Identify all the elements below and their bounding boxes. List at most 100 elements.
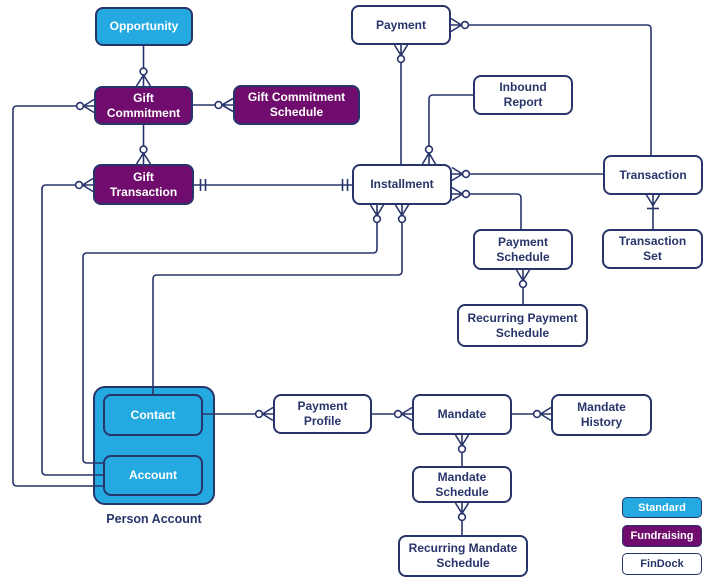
node-label: Contact [130,407,176,422]
zero-marker-icon [461,189,471,199]
node-gift-commitment: Gift Commitment [94,86,193,125]
node-label: Inbound Report [499,80,547,109]
crows-foot-icon [540,406,552,422]
crows-foot-icon [369,204,385,216]
zero-marker-icon [393,409,403,419]
node-recurring-payment-schedule: Recurring Payment Schedule [457,304,588,347]
zero-marker-icon [214,100,223,110]
node-label: Mandate History [577,400,626,429]
node-mandate: Mandate [412,394,512,435]
node-installment: Installment [352,164,452,205]
crows-foot-icon [645,194,661,206]
crows-foot-icon [401,406,413,422]
node-label: Payment Schedule [496,234,550,264]
node-inbound-report: Inbound Report [473,75,573,115]
node-contact: Contact [103,394,203,436]
node-transaction: Transaction [603,155,703,195]
edge-account-installment [82,204,385,464]
edge-transaction-set-transaction [645,194,661,229]
node-label: Gift Commitment Schedule [247,90,346,119]
zero-marker-icon [461,169,471,179]
zero-marker-icon [532,409,542,419]
crows-foot-icon [451,166,463,182]
crows-foot-icon [83,98,95,114]
crows-foot-icon [454,434,470,446]
node-gift-transaction: Gift Transaction [93,164,194,205]
crows-foot-icon [515,269,531,281]
legend-findock: FinDock [622,553,702,575]
one-bar-icon [341,179,349,191]
zero-marker-icon [424,145,434,154]
node-recurring-mandate-schedule: Recurring Mandate Schedule [398,535,528,577]
edge-transaction-installment [451,166,603,182]
edge-opportunity-gift-commitment [135,46,152,87]
edge-mandate-mandate-history [512,406,552,422]
node-label: Transaction [619,167,687,182]
node-transaction-set: Transaction Set [602,229,703,269]
edge-account-gift-commitment [12,98,103,487]
zero-marker-icon [457,512,467,522]
crows-foot-icon [135,74,152,87]
node-opportunity: Opportunity [95,7,193,46]
node-label: Mandate Schedule [435,469,489,499]
edge-mandate-mandate-schedule [454,434,470,466]
crows-foot-icon [262,406,274,422]
edge-contact-installment [152,204,410,394]
crows-foot-icon [221,97,234,113]
legend-label: FinDock [640,558,684,570]
legend-fundraising: Fundraising [622,525,702,547]
node-payment-schedule: Payment Schedule [473,229,573,270]
legend-label: Fundraising [630,530,694,542]
node-label: Transaction Set [618,234,687,263]
zero-marker-icon [75,101,85,111]
node-label: Opportunity [109,19,179,33]
node-label: Gift Commitment [106,90,181,120]
node-payment-profile: Payment Profile [273,394,372,434]
crows-foot-icon [451,186,463,202]
person-account-group-label: Person Account [106,512,202,526]
node-label: Payment Profile [297,399,348,428]
node-gift-commitment-schedule: Gift Commitment Schedule [233,85,360,125]
node-label: Account [129,468,177,482]
zero-marker-icon [518,279,528,289]
legend-standard: Standard [622,497,702,518]
node-mandate-history: Mandate History [551,394,652,436]
zero-marker-icon [460,20,470,30]
edge-gift-commitment-gift-transaction [135,125,152,165]
node-label: Payment [375,17,427,32]
edge-inbound-report-installment [421,94,473,165]
edge-contact-payment-profile [203,406,274,422]
zero-marker-icon [139,145,148,154]
one-bar-icon [199,179,207,191]
edge-installment-payment [393,44,409,164]
crows-foot-icon [421,152,437,165]
crows-foot-icon [82,177,94,193]
node-mandate-schedule: Mandate Schedule [412,466,512,503]
node-label: Recurring Mandate Schedule [408,541,518,570]
zero-marker-icon [74,180,84,190]
node-label: Gift Transaction [109,169,178,199]
zero-marker-icon [254,409,264,419]
node-account: Account [103,455,203,496]
node-label: Installment [370,177,434,191]
node-label: Mandate [437,407,487,421]
node-payment: Payment [351,5,451,45]
crows-foot-icon [450,17,462,33]
edge-gift-transaction-installment [194,179,352,191]
crows-foot-icon [394,204,410,216]
edge-account-gift-transaction [41,177,103,476]
edge-mandate-schedule-recurring-mandate-schedule [454,502,470,535]
edge-payment-schedule-recurring-payment-schedule [515,269,531,304]
crows-foot-icon [454,502,470,514]
edge-payment-profile-mandate [372,406,413,422]
crows-foot-icon [393,44,409,56]
node-label: Recurring Payment Schedule [467,310,578,340]
zero-marker-icon [457,444,467,454]
zero-marker-icon [372,214,382,224]
legend-label: Standard [638,501,686,514]
zero-marker-icon [397,214,407,224]
zero-marker-icon [396,54,406,64]
crows-foot-icon [135,152,152,165]
